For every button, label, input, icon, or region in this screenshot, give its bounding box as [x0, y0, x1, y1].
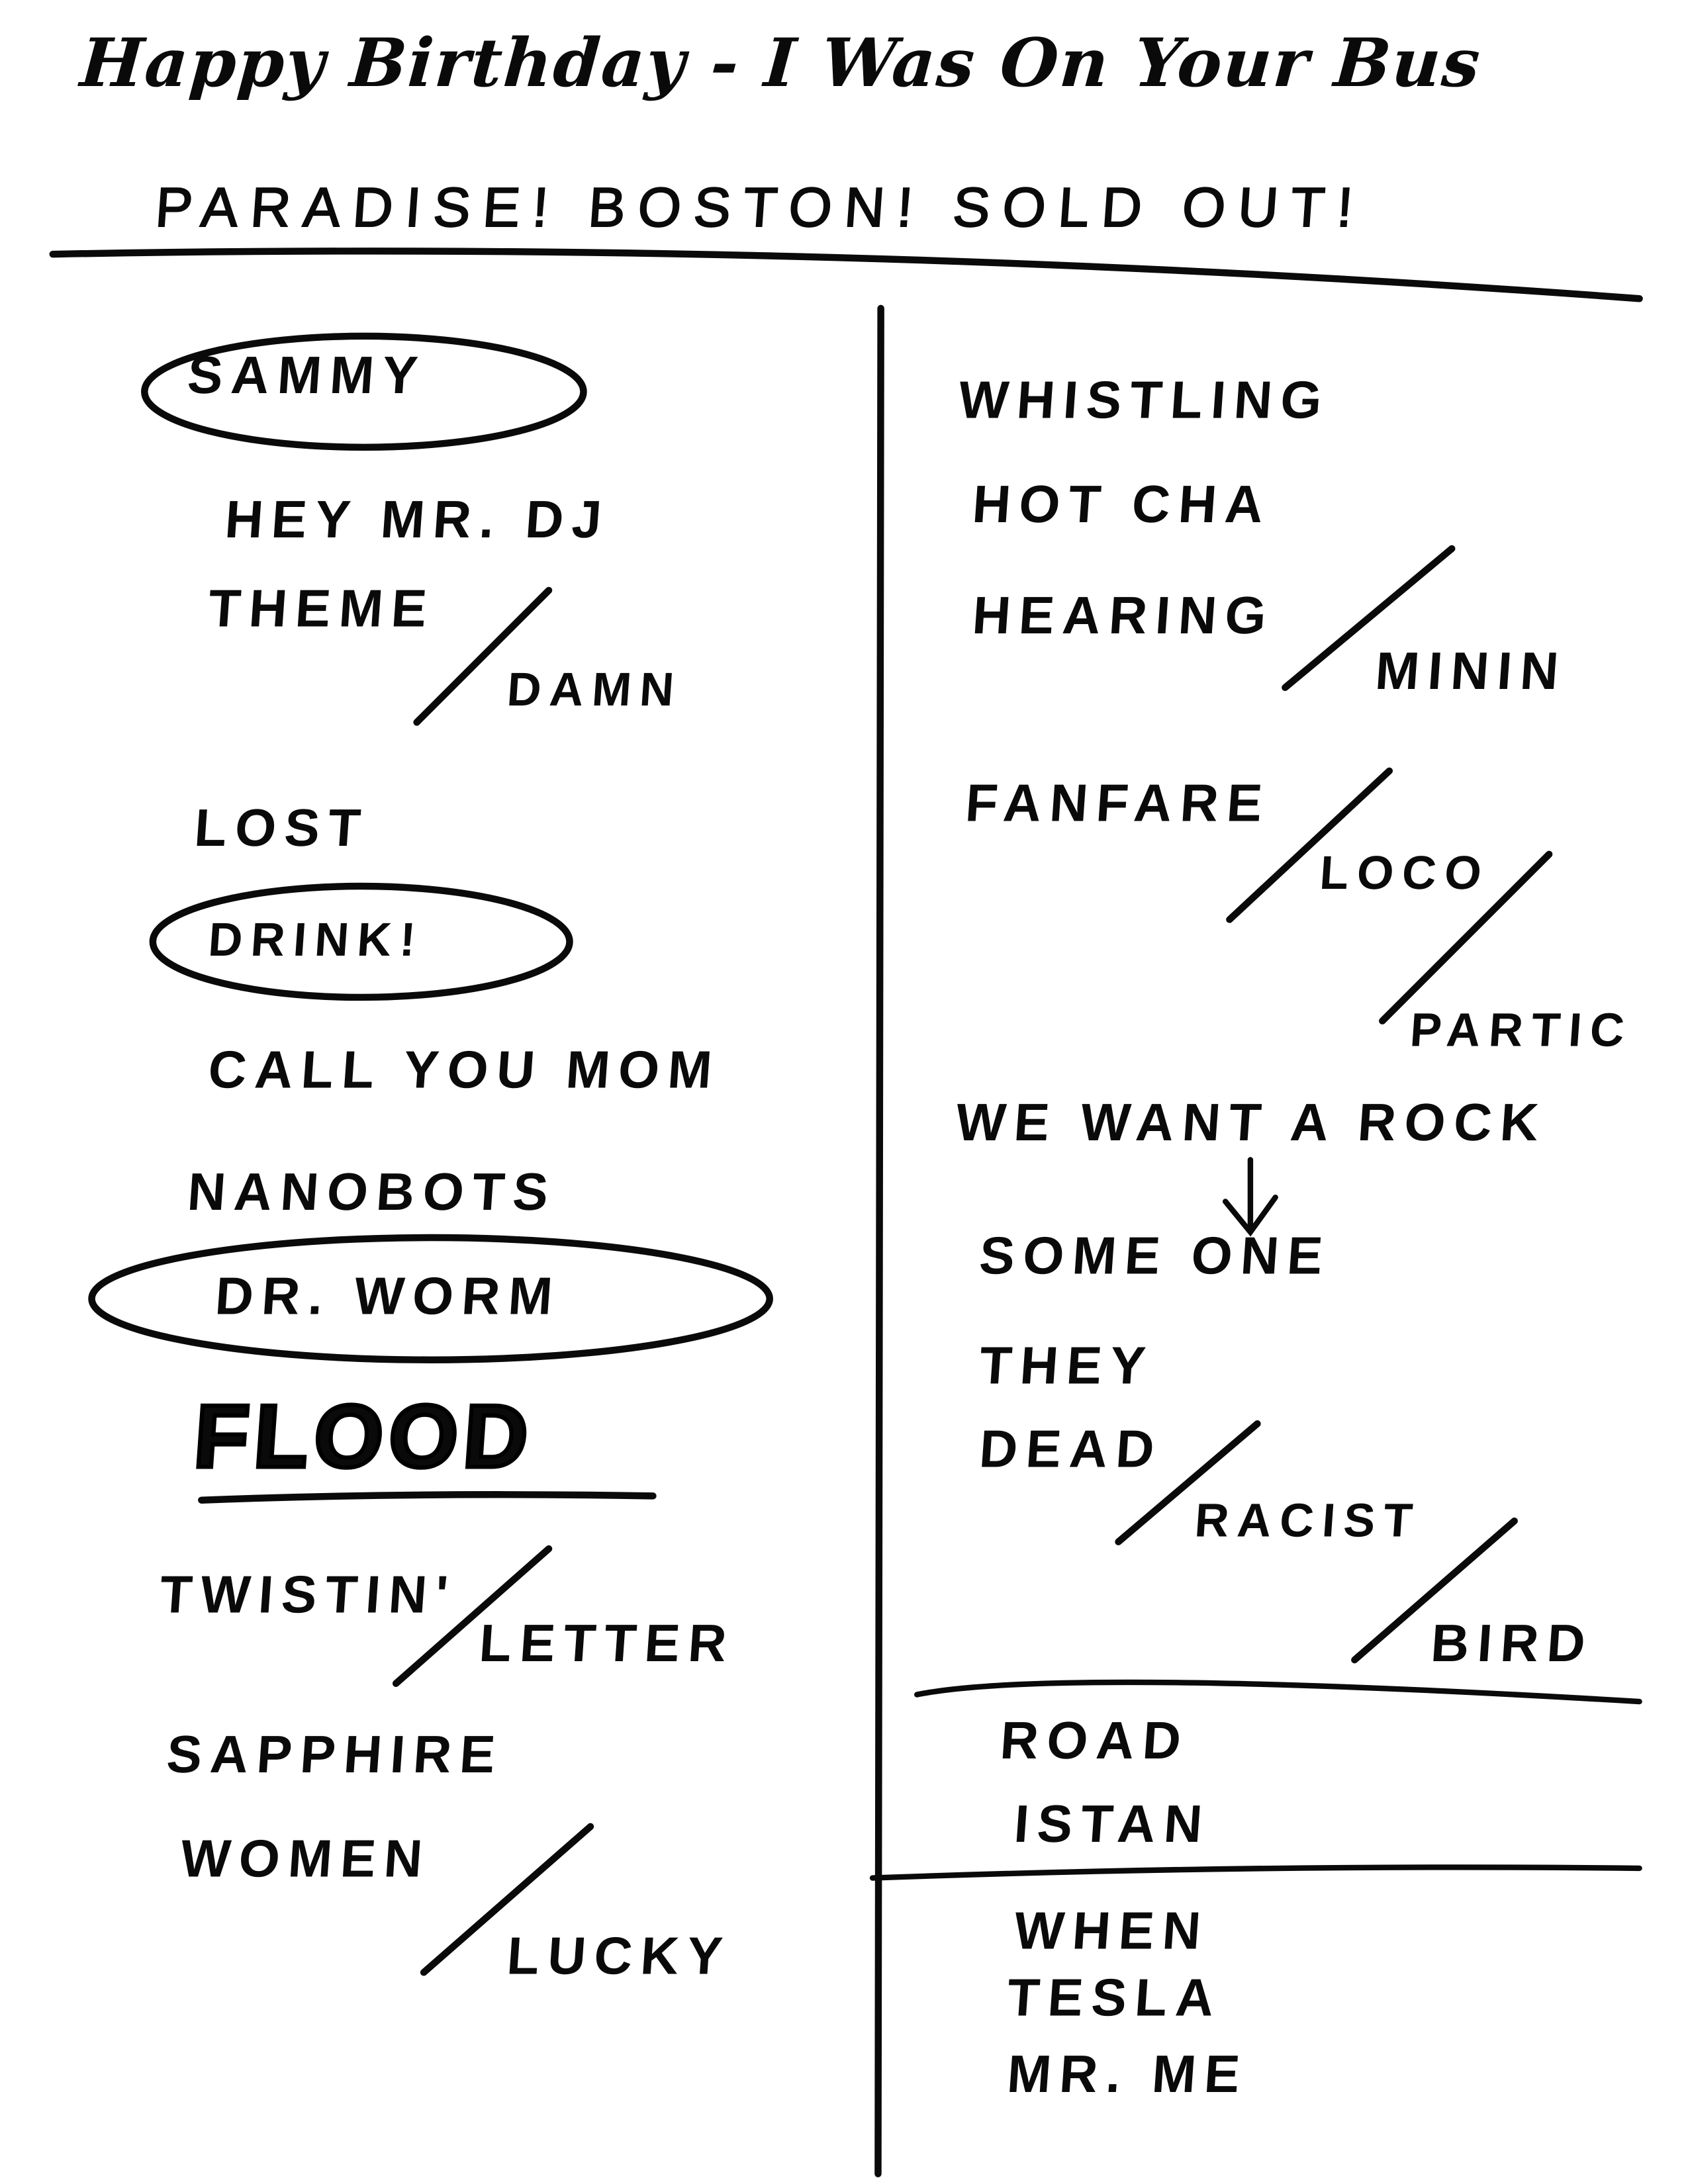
song-letter: LETTER — [477, 1615, 737, 1674]
song-loco: LOCO — [1318, 847, 1492, 901]
song-hey-mr-dj: HEY MR. DJ — [222, 491, 612, 551]
song-whistling: WHISTLING — [957, 372, 1333, 431]
song-dead: DEAD — [977, 1421, 1165, 1480]
segue-slash — [420, 1823, 594, 1976]
column-divider — [874, 304, 884, 2177]
encore-divider-1 — [914, 1679, 1642, 1705]
song-bird: BIRD — [1429, 1615, 1596, 1674]
arrow-down-icon — [1222, 1157, 1278, 1237]
encore-divider-2 — [869, 1864, 1642, 1881]
segue-slash — [1379, 850, 1553, 1024]
song-sammy: SAMMY — [185, 347, 428, 406]
segue-slash — [1226, 767, 1393, 923]
song-road: ROAD — [998, 1712, 1192, 1771]
song-they: THEY — [977, 1338, 1156, 1396]
song-hot-cha: HOT CHA — [970, 476, 1274, 535]
song-flood: FLOOD — [189, 1384, 539, 1488]
song-dr-worm: DR. WORM — [213, 1268, 563, 1327]
header-divider — [49, 248, 1643, 302]
circle-drink — [149, 882, 573, 1001]
circle-dr-worm — [88, 1234, 773, 1363]
song-call-you-mom: CALL YOU MOM — [206, 1042, 722, 1101]
song-fanfare: FANFARE — [963, 775, 1273, 834]
song-we-want-a-rock: WE WANT A ROCK — [953, 1094, 1549, 1154]
segue-slash — [1351, 1517, 1518, 1664]
venue-subtitle: PARADISE! BOSTON! SOLD OUT! — [153, 177, 1368, 240]
song-lost: LOST — [192, 799, 371, 859]
song-theme: THEME — [206, 580, 438, 639]
page-title: Happy Birthday - I Was On Your Bus — [77, 24, 1484, 103]
song-when: WHEN — [1012, 1903, 1211, 1962]
song-women: WOMEN — [178, 1831, 433, 1889]
song-damn: DAMN — [505, 664, 684, 717]
segue-slash — [1115, 1420, 1261, 1545]
circle-sammy — [141, 332, 587, 451]
song-hearing: HEARING — [970, 587, 1277, 646]
song-tesla: TESLA — [1005, 1970, 1225, 2028]
song-nanobots: NANOBOTS — [185, 1163, 559, 1222]
song-racist: RACIST — [1193, 1494, 1423, 1548]
song-minin: MININ — [1373, 643, 1569, 702]
segue-slash — [413, 586, 553, 726]
flood-underline — [198, 1491, 657, 1504]
song-drink: DRINK! — [207, 914, 426, 967]
song-istan: ISTAN — [1012, 1796, 1213, 1854]
song-lucky: LUCKY — [504, 1928, 733, 1987]
segue-slash — [392, 1545, 553, 1687]
song-mr-me: MR. ME — [1005, 2046, 1250, 2105]
song-sapphire: SAPPHIRE — [164, 1726, 506, 1785]
song-partic: PARTIC — [1408, 1004, 1634, 1058]
song-twistin: TWISTIN' — [158, 1567, 458, 1625]
segue-slash — [1282, 545, 1456, 692]
song-some-one: SOME ONE — [977, 1228, 1333, 1287]
